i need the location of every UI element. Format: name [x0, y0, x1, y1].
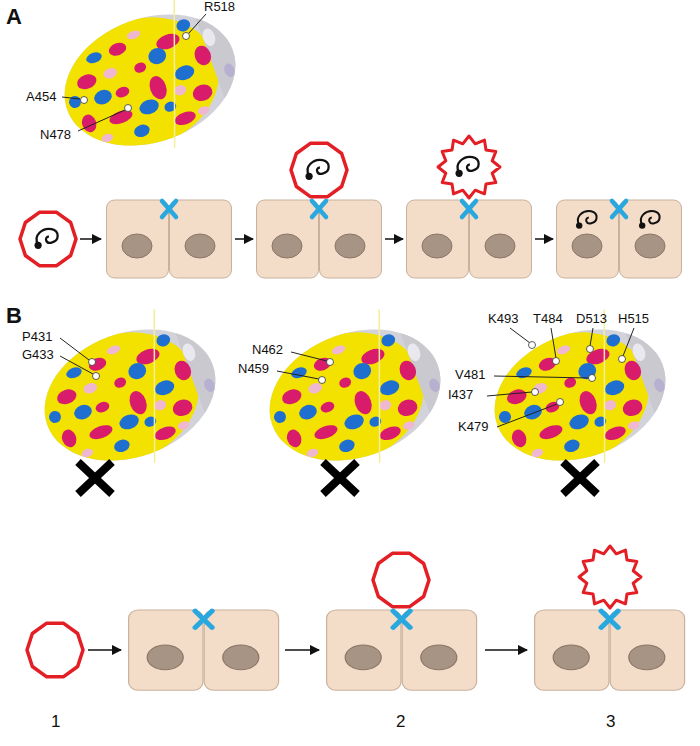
- block-mark: [563, 462, 597, 494]
- leader-line: [62, 14, 206, 131]
- step-number: 3: [606, 712, 615, 732]
- viral-genome: [639, 211, 660, 229]
- residue-label: I437: [448, 388, 473, 403]
- uncoating-capsid: [579, 546, 641, 608]
- uncoating-capsid: [438, 136, 500, 198]
- residue-dot: [81, 33, 190, 112]
- panel-letter: B: [6, 303, 22, 328]
- leader-line: [60, 356, 93, 374]
- residue-dot: [553, 358, 560, 365]
- residue-label: K479: [458, 420, 488, 435]
- protein-surface: [471, 295, 693, 493]
- residue-label: V481: [455, 368, 485, 383]
- residue-label: G433: [22, 348, 54, 363]
- residue-label: H515: [618, 312, 649, 327]
- block-mark: [78, 462, 112, 494]
- leader-line: [60, 338, 89, 360]
- residue-label: A454: [26, 90, 56, 105]
- cell-pair: [129, 610, 279, 690]
- residue-label: N459: [238, 362, 269, 377]
- viral-genome: [306, 160, 329, 180]
- leader-line: [277, 371, 319, 379]
- residue-dot: [327, 359, 334, 366]
- residue-label: T484: [533, 312, 563, 327]
- residue-dot: [529, 342, 536, 349]
- leader-line: [497, 404, 557, 427]
- step-number: 2: [396, 712, 405, 732]
- viral-genome: [576, 211, 597, 229]
- step-arrow: [235, 238, 253, 240]
- step-arrow: [535, 238, 553, 240]
- cell-pair: [535, 610, 685, 690]
- residue-dot: [557, 399, 564, 406]
- protein-surface: [246, 295, 468, 493]
- residue-dot: [319, 377, 326, 384]
- residue-dot: [587, 346, 594, 353]
- cell-pair: [407, 200, 532, 278]
- residue-label: P431: [22, 330, 52, 345]
- virus-capsid: [291, 143, 347, 196]
- step-arrow: [88, 649, 121, 651]
- panel-letter: A: [6, 4, 22, 29]
- residue-dot: [532, 389, 539, 396]
- viral-genome: [456, 157, 479, 177]
- step-arrow: [485, 649, 527, 651]
- virus-capsid: [373, 553, 429, 606]
- virus-capsid: [27, 623, 83, 676]
- residue-dot: [125, 105, 132, 112]
- residue-label: D513: [576, 312, 607, 327]
- residue-label: K493: [488, 312, 518, 327]
- leader-line: [551, 328, 556, 358]
- block-mark: [323, 462, 357, 494]
- leader-line: [510, 328, 530, 343]
- step-arrow: [80, 238, 101, 240]
- residue-dot: [93, 373, 100, 380]
- step-arrow: [285, 649, 319, 651]
- leader-line: [62, 97, 80, 99]
- residue-label: R518: [204, 0, 235, 15]
- virus-capsid: [20, 212, 76, 265]
- residue-dot: [89, 342, 626, 406]
- residue-label: N462: [252, 343, 283, 358]
- protein-surface: [41, 0, 263, 178]
- cell-pair: [327, 610, 477, 690]
- residue-dot: [81, 97, 88, 104]
- residue-label: N478: [40, 128, 71, 143]
- leader-line: [623, 328, 634, 356]
- residue-dot: [619, 356, 626, 363]
- leader-line: [189, 14, 206, 33]
- protein-surface: [21, 295, 243, 493]
- residue-dot: [589, 375, 596, 382]
- block-mark: [78, 462, 597, 494]
- residue-dot: [89, 359, 96, 366]
- cell-pair: [107, 200, 232, 278]
- leader-line: [487, 392, 532, 396]
- block-mark: [323, 462, 357, 494]
- viral-genome: [35, 229, 58, 249]
- step-arrow: [385, 238, 403, 240]
- leader-line: [494, 376, 589, 378]
- leader-line: [60, 328, 634, 427]
- step-number: 1: [51, 712, 60, 732]
- block-mark: [78, 462, 112, 494]
- block-mark: [563, 462, 597, 494]
- leader-line: [590, 328, 593, 346]
- leader-line: [78, 110, 125, 131]
- residue-dot: [183, 33, 190, 40]
- cell-pair: [557, 200, 682, 278]
- leader-line: [291, 352, 327, 361]
- cell-pair: [257, 200, 382, 278]
